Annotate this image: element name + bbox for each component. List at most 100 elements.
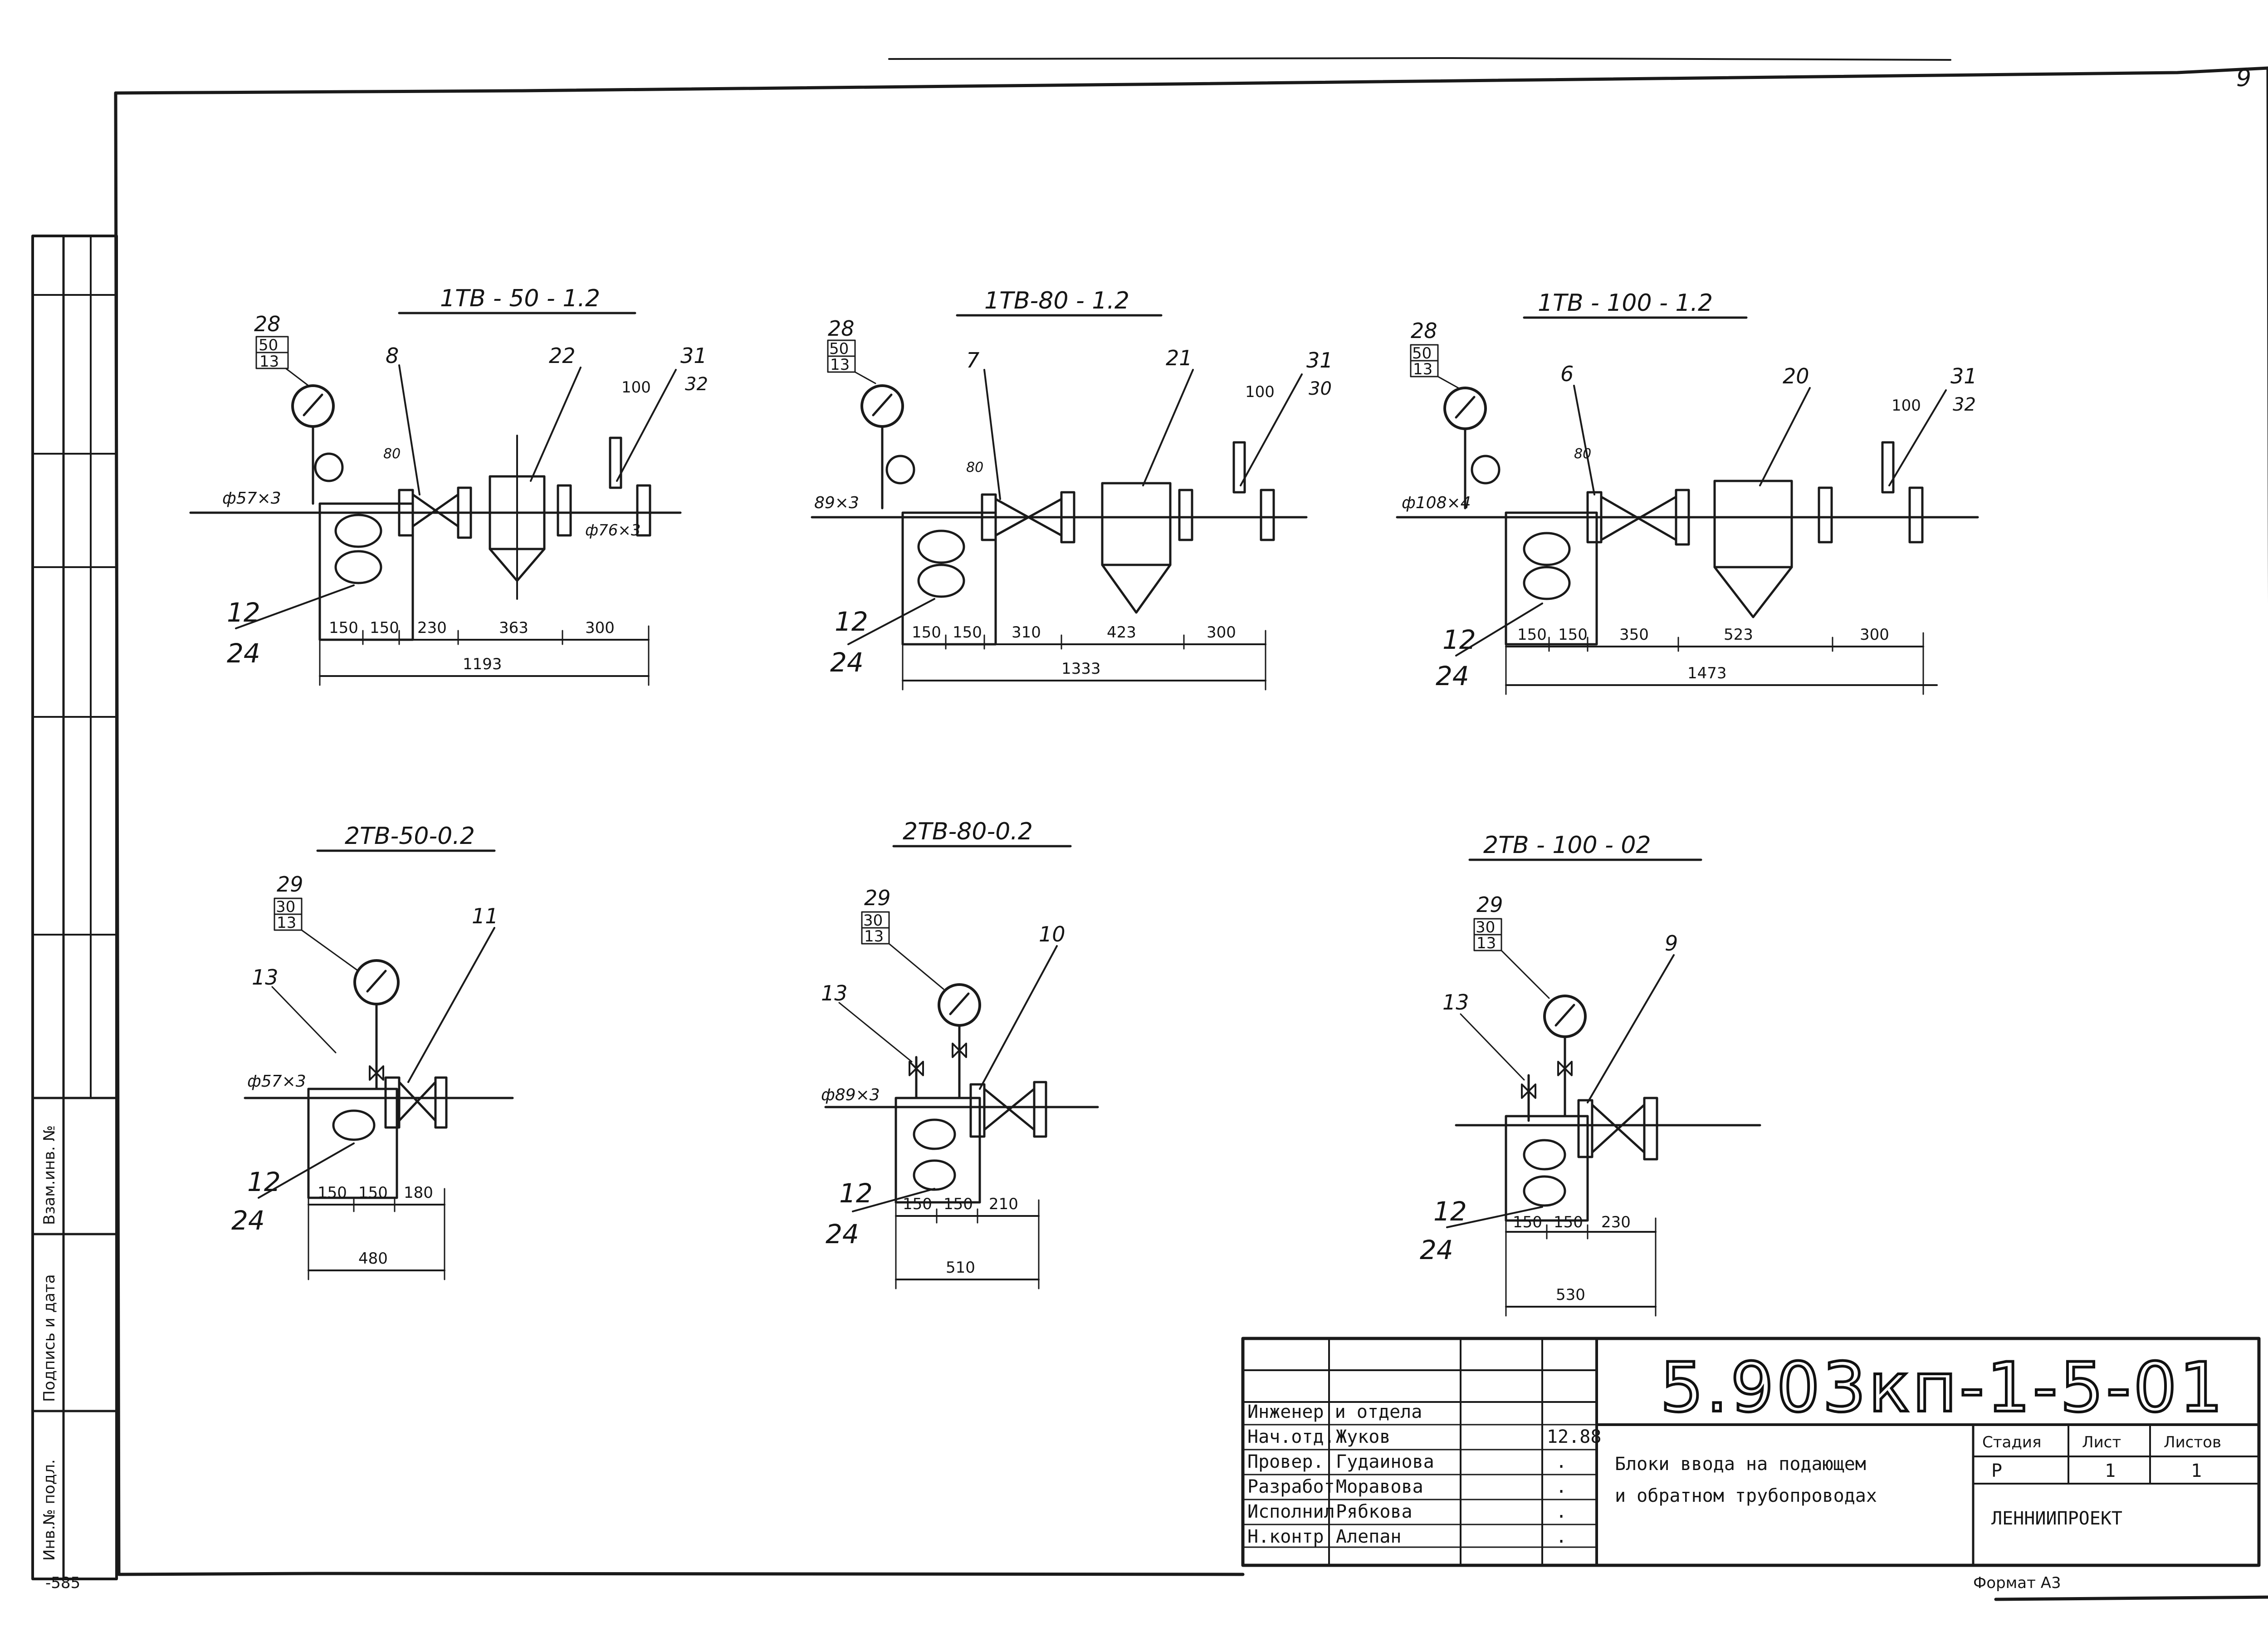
role-3: Разработ [1247,1476,1335,1497]
gap-label: 80 [383,446,401,462]
dim-5: 300 [1207,623,1236,642]
dim-2: 150 [943,1195,973,1213]
gauge-ref: 29 [864,886,891,910]
dim-5: 300 [585,619,615,637]
drawing-code: 5.903кп-1-5-01 [1660,1348,2225,1427]
dim-3: 230 [1601,1213,1631,1231]
pipe-out-label: ф76×3 [585,521,640,539]
dim-total: 530 [1556,1286,1585,1304]
dim-1: 150 [903,1195,932,1213]
dim-total: 1473 [1687,664,1727,682]
gauge-ref: 29 [277,872,303,897]
ref-b: 24 [227,638,260,669]
gauge-sub-2: 13 [1476,934,1496,952]
pipe-in-label: ф108×4 [1402,494,1471,512]
gap-label: 80 [966,460,983,475]
page-number: 9 [2236,65,2251,92]
block-title: 1ТВ - 100 - 1.2 [1538,289,1713,317]
name-5: Алепан [1336,1526,1402,1547]
stamp-signature-date: Подпись и дата [40,1274,59,1402]
thermometer-icon [1881,441,1895,494]
gauge-ref: 29 [1476,892,1503,917]
drain-ref: 13 [1442,990,1469,1015]
gauge-sub-2: 13 [830,356,850,374]
ref-b: 24 [826,1219,859,1250]
valve-ref: 9 [1665,931,1678,956]
gauge-sub-1: 50 [829,340,849,358]
role-2: Провер. [1247,1451,1324,1472]
dim-3: 230 [417,619,447,637]
role-0: Инженер и отдела [1247,1402,1422,1422]
drain-ref: 13 [252,965,279,990]
name-1: Жуков [1336,1426,1390,1447]
block-1tb-100: 1ТВ - 100 - 1.2 28 50 13 ф108×4 6 80 20 … [1396,289,1979,695]
thermo-len: 100 [1245,383,1275,401]
gauge-sub-1: 50 [1412,344,1432,363]
ref-a: 12 [1442,624,1476,655]
thermo-ref: 31 [1306,348,1333,372]
valve-ref: 7 [966,348,979,372]
title-block: 5.903кп-1-5-01 Инженер и отдела Нач.отд.… [1241,1337,2261,1592]
dim-2: 150 [1558,626,1588,644]
thermo-ref: 31 [1950,364,1977,388]
drain-ref: 13 [821,981,848,1005]
thermo-len: 100 [621,378,651,397]
dim-2: 150 [358,1184,388,1202]
block-1tb-50: 1ТВ - 50 - 1.2 28 50 13 ф57×3 8 80 22 31… [189,285,708,686]
bottom-left-mark: -585 [45,1574,80,1592]
role-1: Нач.отд. [1247,1426,1335,1447]
side-stamp: Взам.инв. № Подпись и дата Инв.№ подл. -… [31,235,118,1592]
gate-valve-icon [398,1081,437,1122]
thermometer-icon [1232,441,1246,494]
thermometer-icon [609,436,622,489]
name-3: Моравова [1336,1476,1423,1497]
block-title: 1ТВ-80 - 1.2 [984,287,1129,314]
ref-b: 24 [1420,1235,1453,1265]
name-4: Рябкова [1336,1501,1413,1522]
stage-value: Р [1991,1461,2002,1481]
sheets-value: 1 [2191,1461,2202,1481]
dim-5: 300 [1860,626,1889,644]
gauge-ref: 28 [828,316,855,341]
block-2tb-50: 2ТВ-50-0.2 29 30 13 13 ф57×3 11 12 24 15… [231,823,514,1280]
gauge-ref: 28 [254,312,281,336]
valve-ref: 8 [386,343,399,368]
ref-a: 12 [1433,1196,1467,1227]
mud-collector-icon [1101,482,1172,566]
gauge-sub-2: 13 [1413,360,1432,378]
role-5: Н.контр [1247,1526,1324,1547]
role-4: Исполнил [1247,1501,1335,1522]
gauge-sub-2: 13 [277,914,296,932]
dim-3: 180 [404,1184,433,1202]
pipe-in-label: 89×3 [814,494,859,512]
dim-3: 310 [1012,623,1041,642]
gate-valve-icon [1591,1103,1646,1154]
gap-label: 80 [1574,446,1591,462]
filter-ref: 22 [549,343,576,368]
valve-ref: 10 [1039,922,1066,946]
pipe-in-label: ф89×3 [821,1086,880,1104]
dim-2: 150 [370,619,399,637]
dim-1: 150 [318,1184,347,1202]
sheet-format: Формат А3 [1973,1574,2061,1592]
gauge-sub-1: 50 [259,336,278,354]
gauge-sub-2: 13 [259,353,279,371]
block-2tb-80: 2ТВ-80-0.2 29 30 13 13 ф89×3 10 12 24 [821,818,1099,1289]
stamp-inventory: Инв.№ подл. [40,1459,59,1561]
gauge-sub-1: 30 [1476,918,1495,936]
dim-3: 350 [1619,626,1649,644]
dim-2: 150 [1554,1213,1583,1231]
sheet-label: Лист [2082,1433,2121,1451]
dim-2: 150 [953,623,982,642]
stamp-replacement: Взам.инв. № [40,1125,59,1225]
ref-a: 12 [835,606,868,637]
dim-total: 510 [946,1259,975,1277]
gauge-ref: 28 [1411,319,1437,343]
ref-b: 24 [830,647,864,678]
description-line-2: и обратном трубопроводах [1615,1485,1877,1506]
organization: ЛЕННИИПРОЕКТ [1991,1508,2122,1529]
thermo-ref: 31 [680,343,707,368]
date-2: . [1556,1451,1567,1472]
gate-valve-icon [411,493,459,528]
